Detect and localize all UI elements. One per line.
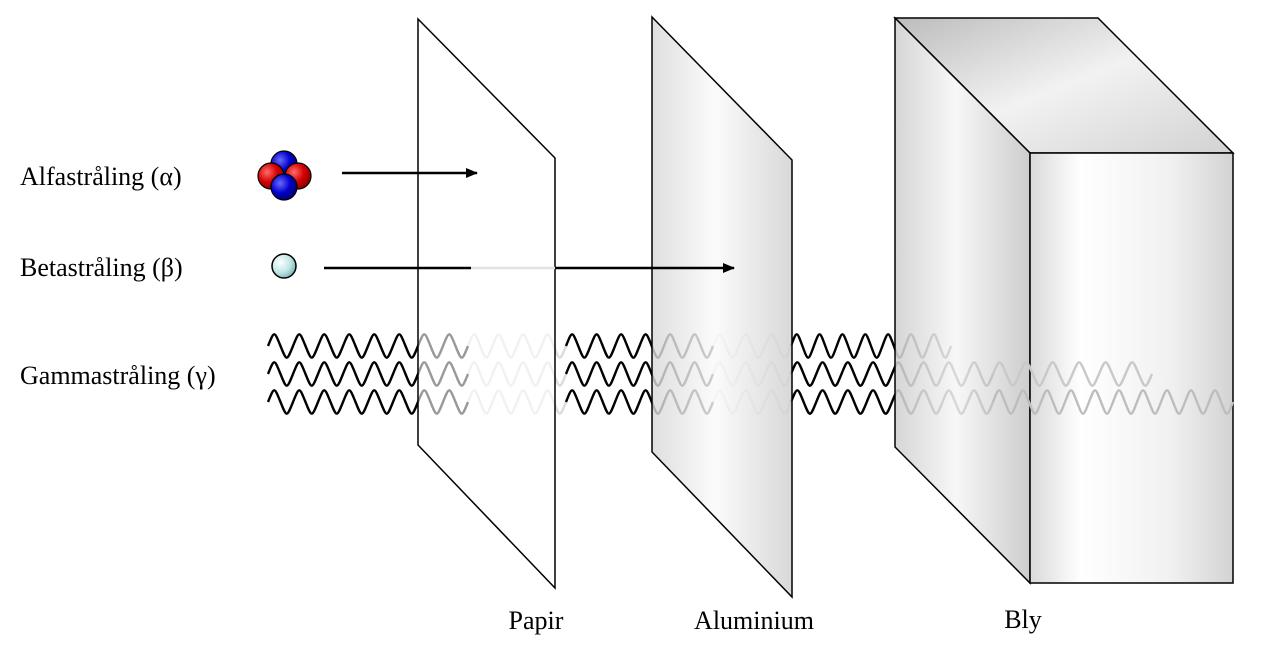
paper-label: Papir bbox=[509, 606, 564, 635]
aluminium-sheet bbox=[651, 15, 793, 599]
gamma-waves bbox=[266, 333, 995, 415]
alpha-label: Alfastråling (α) bbox=[20, 162, 182, 191]
gamma-label: Gammastråling (γ) bbox=[20, 361, 216, 390]
lead-label: Bly bbox=[1004, 605, 1042, 634]
gamma-waves-attenuated bbox=[991, 361, 1235, 415]
lead-block bbox=[893, 16, 1235, 585]
beta-particle-icon bbox=[271, 253, 297, 279]
lead-block-front bbox=[1029, 152, 1234, 584]
gamma-wave-segment-faded bbox=[991, 361, 1154, 387]
paper-sheet bbox=[417, 17, 556, 590]
beta-label: Betastråling (β) bbox=[20, 253, 183, 282]
gamma-wave-segment-faded bbox=[991, 389, 1235, 415]
aluminium-label: Aluminium bbox=[694, 606, 814, 635]
alpha-particle-icon bbox=[257, 150, 312, 201]
